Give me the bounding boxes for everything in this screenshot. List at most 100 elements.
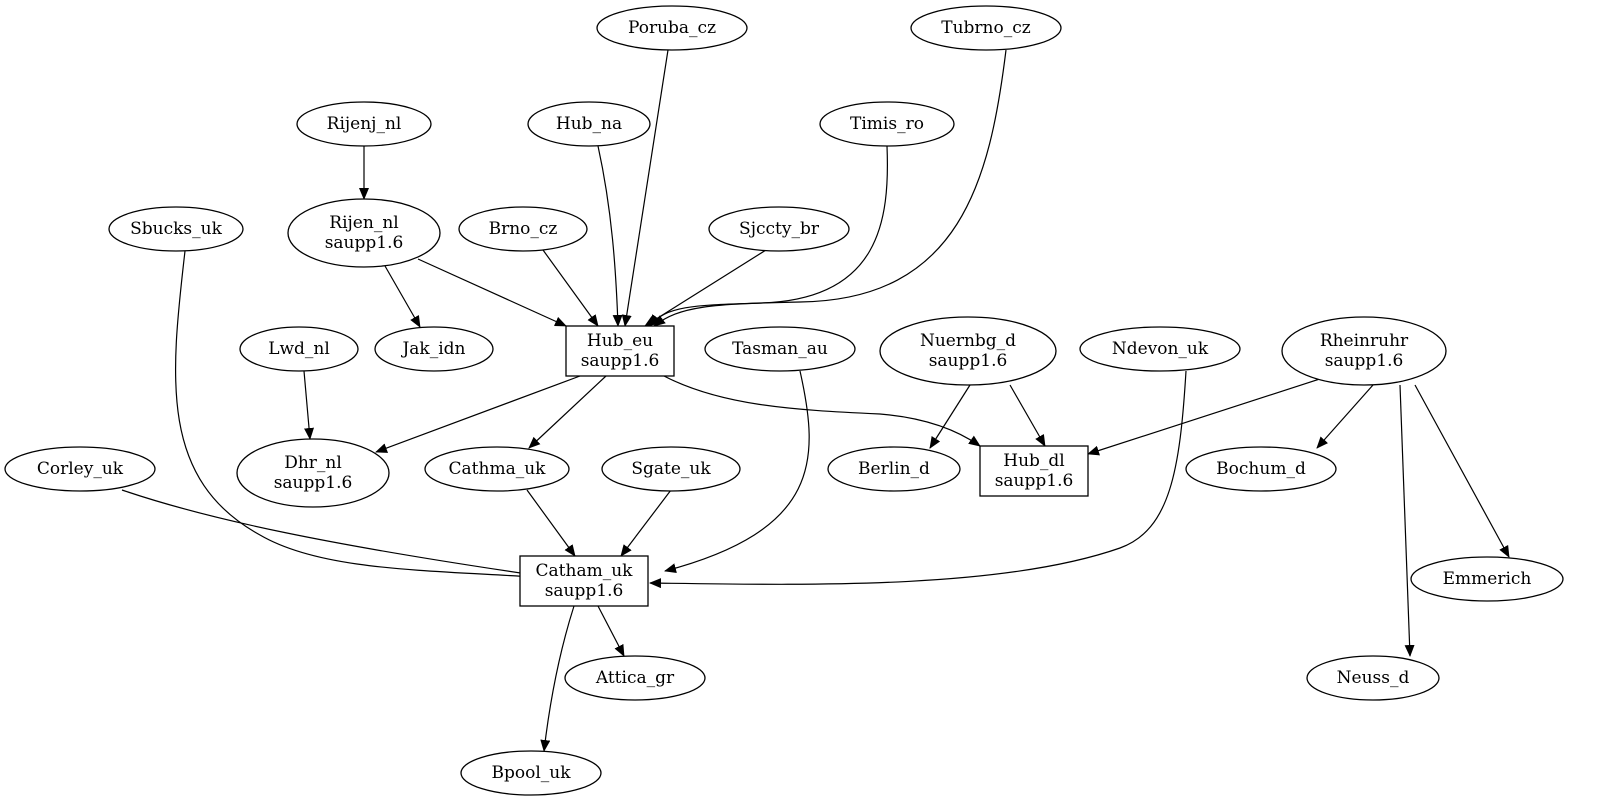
node-bpool-uk-shape (460, 750, 602, 796)
node-berlin-d-label-1: Berlin_d (858, 459, 930, 479)
node-dhr-nl-shape (236, 438, 390, 508)
node-brno-cz-shape (458, 206, 588, 252)
node-cathma-uk-label-1: Cathma_uk (449, 459, 547, 479)
node-timis-ro[interactable]: Timis_ro (819, 101, 955, 147)
node-cathma-uk[interactable]: Cathma_uk (424, 446, 570, 492)
node-hub-na-label-1: Hub_na (556, 114, 622, 134)
edge-corley-uk-to-catham-uk (121, 489, 535, 579)
node-bochum-d-label-1: Bochum_d (1216, 459, 1306, 479)
node-tasman-au[interactable]: Tasman_au (704, 326, 856, 372)
node-attica-gr[interactable]: Attica_gr (564, 655, 706, 701)
node-emmerich-label-1: Emmerich (1443, 569, 1532, 589)
node-poruba-cz[interactable]: Poruba_cz (596, 5, 748, 51)
edge-rheinruhr-to-hub-dl (1087, 375, 1330, 456)
node-tasman-au-label-1: Tasman_au (732, 339, 828, 359)
edge-rheinruhr-to-emmerich (1414, 384, 1510, 558)
edge-tubrno-cz-to-hub-eu (653, 49, 1007, 327)
node-corley-uk-shape (4, 446, 156, 492)
node-corley-uk-label-1: Corley_uk (37, 459, 124, 479)
node-rijenj-nl[interactable]: Rijenj_nl (296, 101, 432, 147)
node-nuernbg-d-label-1: Nuernbg_d (920, 331, 1016, 351)
edge-poruba-cz-to-hub-eu (621, 49, 669, 327)
edge-hub-eu-to-dhr-nl (375, 375, 581, 453)
node-sgate-uk-shape (601, 446, 741, 492)
node-attica-gr-label-1: Attica_gr (595, 668, 675, 688)
node-hub-dl-shape (979, 445, 1089, 497)
node-attica-gr-shape (564, 655, 706, 701)
node-dhr-nl-label-2: saupp1.6 (274, 473, 353, 493)
node-sgate-uk[interactable]: Sgate_uk (601, 446, 741, 492)
node-rijenj-nl-label-1: Rijenj_nl (327, 114, 402, 134)
node-sbucks-uk[interactable]: Sbucks_uk (108, 206, 244, 252)
edge-rheinruhr-to-bochum-d (1316, 384, 1374, 449)
edge-catham-uk-to-attica-gr (597, 605, 625, 657)
node-ndevon-uk-shape (1079, 326, 1241, 372)
node-rheinruhr-label-2: saupp1.6 (1325, 351, 1404, 371)
node-tasman-au-shape (704, 326, 856, 372)
edge-rheinruhr-to-neuss-d (1399, 384, 1415, 657)
node-sbucks-uk-shape (108, 206, 244, 252)
node-ndevon-uk[interactable]: Ndevon_uk (1079, 326, 1241, 372)
node-lwd-nl-label-1: Lwd_nl (268, 339, 330, 359)
node-lwd-nl-shape (239, 326, 359, 372)
node-bochum-d[interactable]: Bochum_d (1185, 446, 1337, 492)
node-rijen-nl-shape (287, 198, 441, 268)
node-neuss-d-label-1: Neuss_d (1337, 668, 1410, 688)
node-jak-idn-label-1: Jak_idn (400, 339, 465, 359)
edge-hub-eu-to-cathma-uk (528, 375, 607, 449)
node-hub-na-shape (527, 101, 651, 147)
edge-brno-cz-to-hub-eu (542, 249, 599, 327)
node-tubrno-cz[interactable]: Tubrno_cz (910, 5, 1062, 51)
node-brno-cz-label-1: Brno_cz (489, 219, 558, 239)
edge-nuernbg-d-to-berlin-d (929, 384, 971, 449)
edge-hub-na-to-hub-eu (597, 145, 623, 327)
node-hub-na[interactable]: Hub_na (527, 101, 651, 147)
node-hub-eu-label-1: Hub_eu (587, 331, 653, 351)
node-jak-idn[interactable]: Jak_idn (374, 326, 494, 372)
node-rheinruhr-label-1: Rheinruhr (1320, 331, 1409, 351)
edge-sgate-uk-to-catham-uk (620, 489, 672, 557)
node-bochum-d-shape (1185, 446, 1337, 492)
edge-tasman-au-to-catham-uk (664, 370, 810, 574)
edge-lwd-nl-to-dhr-nl (303, 370, 315, 440)
node-emmerich[interactable]: Emmerich (1410, 556, 1564, 602)
node-lwd-nl[interactable]: Lwd_nl (239, 326, 359, 372)
node-sjccty-br[interactable]: Sjccty_br (708, 206, 850, 252)
edge-rijen-nl-to-jak-idn (384, 265, 421, 328)
node-dhr-nl-label-1: Dhr_nl (284, 453, 342, 473)
edge-cathma-uk-to-catham-uk (526, 489, 576, 557)
node-timis-ro-shape (819, 101, 955, 147)
node-berlin-d[interactable]: Berlin_d (827, 446, 961, 492)
node-hub-eu-label-2: saupp1.6 (581, 351, 660, 371)
node-rijen-nl-label-2: saupp1.6 (325, 233, 404, 253)
node-poruba-cz-label-1: Poruba_cz (628, 18, 716, 38)
node-emmerich-shape (1410, 556, 1564, 602)
node-ndevon-uk-label-1: Ndevon_uk (1112, 339, 1209, 359)
node-brno-cz[interactable]: Brno_cz (458, 206, 588, 252)
node-bpool-uk[interactable]: Bpool_uk (460, 750, 602, 796)
node-hub-dl-label-1: Hub_dl (1003, 451, 1064, 471)
node-hub-eu-shape (565, 325, 675, 377)
node-corley-uk[interactable]: Corley_uk (4, 446, 156, 492)
edge-timis-ro-to-hub-eu (649, 145, 888, 327)
node-timis-ro-label-1: Timis_ro (850, 114, 924, 134)
node-jak-idn-shape (374, 326, 494, 372)
edge-catham-uk-to-bpool-uk (540, 605, 575, 752)
edge-rijen-nl-to-hub-eu (417, 258, 567, 327)
node-sjccty-br-label-1: Sjccty_br (739, 219, 820, 239)
edge-ndevon-uk-to-catham-uk (649, 370, 1187, 589)
node-rijen-nl-label-1: Rijen_nl (329, 213, 398, 233)
node-neuss-d[interactable]: Neuss_d (1306, 655, 1440, 701)
node-rijenj-nl-shape (296, 101, 432, 147)
node-sgate-uk-label-1: Sgate_uk (631, 459, 711, 479)
node-nuernbg-d-shape (879, 316, 1057, 386)
